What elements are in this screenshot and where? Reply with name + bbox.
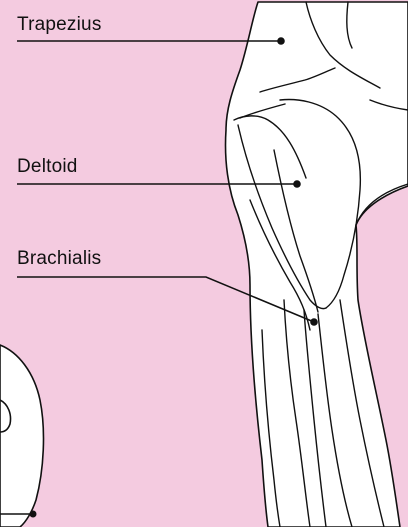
- deltoid-pointer-dot: [293, 180, 301, 188]
- label-brachialis: Brachialis: [17, 248, 101, 270]
- label-deltoid: Deltoid: [17, 156, 78, 178]
- partial-limb-bottom-left: [0, 345, 43, 527]
- trapezius-pointer-dot: [277, 37, 285, 45]
- brachialis-pointer-dot: [310, 318, 318, 326]
- label-trapezius: Trapezius: [17, 14, 102, 36]
